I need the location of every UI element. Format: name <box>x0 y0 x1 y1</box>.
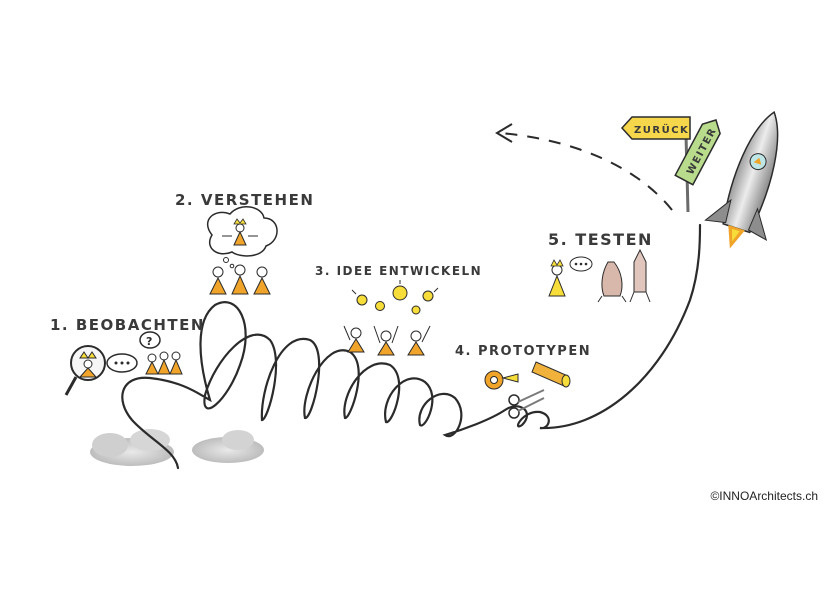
speech-bubble-icon: ? <box>106 331 161 373</box>
rocket-icon <box>704 110 779 249</box>
tape-icon <box>484 370 519 390</box>
observed-people-icon <box>145 351 183 375</box>
ideating-people-icon <box>343 325 431 356</box>
process-path-line <box>121 223 702 470</box>
signpost-icon: ZURÜCK WEITER <box>620 116 721 213</box>
tester-person-icon <box>548 256 593 297</box>
svg-text:?: ? <box>146 335 152 348</box>
smoke-cloud-icon <box>90 429 264 466</box>
step-2-label: 2. VERSTEHEN <box>175 191 314 209</box>
step-1-label: 1. BEOBACHTEN <box>50 316 205 334</box>
scissors-icon <box>508 389 545 419</box>
step-4-label: 4. PROTOTYPEN <box>455 344 591 359</box>
thinking-people-icon <box>209 264 271 295</box>
step-3-label: 3. IDEE ENTWICKELN <box>315 264 482 278</box>
copyright-text: ©INNOArchitects.ch <box>710 489 818 503</box>
spyglass-icon <box>531 361 571 388</box>
sign-forward-board <box>674 119 721 186</box>
back-dashed-arrow <box>499 132 673 211</box>
sign-back-board <box>620 116 691 140</box>
back-arrow-head <box>495 123 513 143</box>
step-5-label: 5. TESTEN <box>548 230 653 249</box>
magnifier-icon <box>64 345 106 396</box>
prototype-rockets-icon <box>597 248 651 303</box>
lightbulb-icon <box>351 280 439 315</box>
thought-bubble-icon <box>206 206 278 269</box>
sign-back-label: ZURÜCK <box>634 122 689 136</box>
